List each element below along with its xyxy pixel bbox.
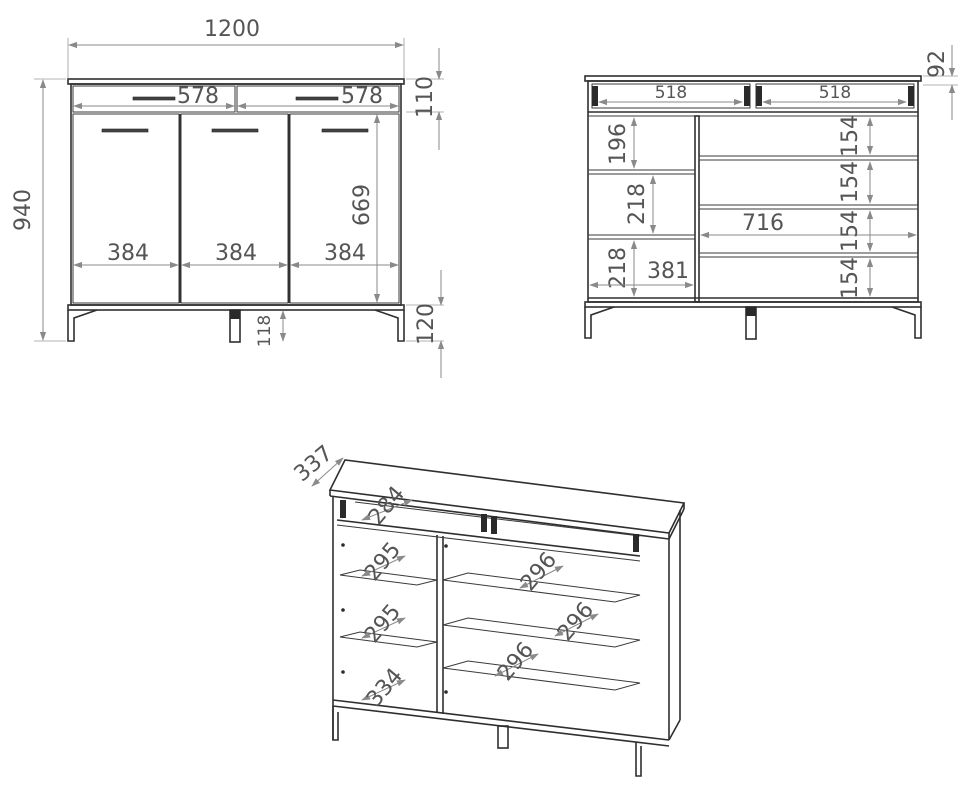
interior-divider	[694, 115, 700, 303]
front-door-1-handle	[101, 128, 149, 133]
front-view: 1200 940 578 578 110 384 384 384 669 120…	[11, 17, 445, 378]
front-drawer-left	[72, 85, 236, 113]
dim-left-shelf-1: 196	[606, 123, 631, 165]
iso-leg-left	[332, 706, 339, 741]
dim-iso-drawer-depth: 284	[364, 482, 410, 530]
dim-door-height: 669	[350, 184, 375, 226]
dim-right-shelf-4: 154	[838, 257, 863, 299]
dim-drawer-inner-left: 518	[655, 83, 687, 103]
dim-door-2: 384	[215, 241, 257, 266]
dim-right-compartment: 716	[742, 211, 784, 236]
dim-right-shelf-2: 154	[838, 161, 863, 203]
dim-overall-width: 1200	[204, 17, 260, 42]
dim-iso-right-shelf-3: 296	[493, 638, 539, 686]
dim-drawer-right: 578	[341, 84, 383, 109]
dim-right-shelf-3: 154	[838, 210, 863, 252]
interior-view: 518 518 92 196 218 218 381 716 154 154 1…	[584, 45, 958, 340]
front-door-2	[180, 113, 289, 304]
front-drawer-right	[236, 85, 400, 113]
front-drawer-left-handle	[132, 96, 176, 101]
interior-leg-left	[584, 306, 615, 339]
dim-center-leg: 118	[255, 315, 275, 347]
iso-leg-center	[497, 725, 509, 749]
front-door-3	[289, 113, 400, 304]
dim-iso-right-shelf-2: 296	[553, 598, 599, 646]
front-leg-right	[374, 309, 405, 342]
dim-leg-height: 120	[414, 303, 439, 345]
front-drawer-right-handle	[295, 96, 339, 101]
dim-left-shelf-3: 218	[606, 247, 631, 289]
dim-iso-depth: 337	[290, 441, 338, 487]
dim-door-3: 384	[324, 241, 366, 266]
dim-left-shelf-2: 218	[625, 183, 650, 225]
dim-door-1: 384	[107, 241, 149, 266]
dim-overall-height: 940	[11, 189, 36, 231]
front-door-2-handle	[211, 128, 259, 133]
front-door-3-handle	[321, 128, 369, 133]
dim-drawer-inner-right: 518	[819, 83, 851, 103]
iso-leg-right	[635, 742, 642, 777]
dim-iso-right-shelf-1: 296	[516, 548, 562, 596]
dim-top-offset: 92	[925, 50, 950, 78]
dim-drawer-height: 110	[413, 76, 438, 118]
front-door-1	[72, 113, 180, 304]
isometric-view: 337 284 295 295 334 296 296 296	[290, 441, 686, 777]
interior-leg-right	[891, 306, 922, 339]
front-leg-left	[67, 309, 98, 342]
dim-right-shelf-1: 154	[838, 115, 863, 157]
dim-left-compartment: 381	[647, 259, 689, 284]
dim-drawer-left: 578	[177, 84, 219, 109]
